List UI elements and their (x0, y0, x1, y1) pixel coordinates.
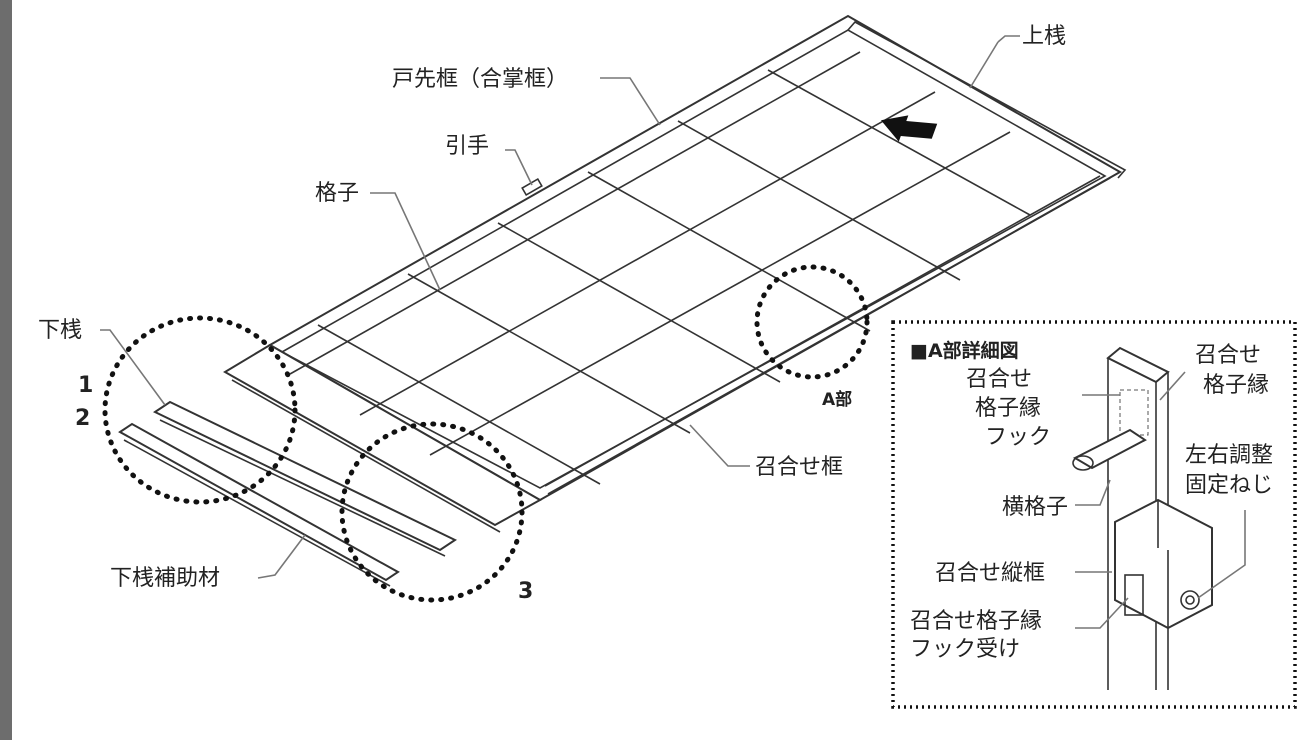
detail-title: ■A部詳細図 (910, 339, 1019, 362)
handle-shape (521, 177, 543, 197)
leader-lattice (370, 192, 441, 291)
bottom-aux-part (118, 422, 400, 582)
detail-edge-2: 格子縁 (1203, 373, 1269, 398)
leader-top-rail (997, 35, 1020, 43)
leader-meeting-frame (689, 424, 750, 467)
label-lattice: 格子 (315, 181, 359, 206)
screen-panel (223, 14, 1127, 533)
bottom-rail-parts (118, 400, 458, 587)
left-edge-bar (0, 0, 12, 740)
lattice-grid (289, 51, 1031, 485)
detail-circle-3 (339, 421, 525, 603)
bottom-aux-part-line (123, 439, 391, 587)
detail-lattice-end (1072, 455, 1094, 471)
leader-bottom-aux (257, 534, 306, 579)
label-num-3: 3 (518, 579, 533, 604)
label-meeting-frame: 召合せ框 (755, 455, 843, 480)
detail-adj-1: 左右調整 (1185, 443, 1273, 468)
detail-adj-2: 固定ねじ (1185, 473, 1273, 498)
bottom-rail-edge (223, 343, 543, 527)
lattice-cross (289, 51, 861, 375)
leader-handle (505, 149, 533, 186)
leader-door-frame (600, 77, 661, 126)
detail-circle-a (754, 264, 870, 380)
detail-horizontal-lattice (1072, 428, 1147, 470)
detail-hook-3: フック (985, 425, 1051, 450)
detail-edge-1: 召合せ (1195, 343, 1261, 368)
meeting-frame-line (547, 177, 1111, 495)
bottom-rail-line (231, 379, 501, 533)
detail-screw-icon (1180, 590, 1200, 610)
detail-receiver-2: フック受け (910, 637, 1020, 662)
detail-circle-1-2 (102, 315, 298, 505)
direction-arrow-icon (881, 115, 938, 142)
lattice-bar (407, 273, 691, 434)
detail-hook-1: 召合せ (966, 367, 1032, 392)
label-bottom-rail: 下桟 (38, 318, 82, 343)
label-door-frame: 戸先框（合掌框） (392, 67, 568, 92)
leader-receiver (1075, 597, 1129, 629)
lattice-cross (359, 91, 936, 416)
label-handle: 引手 (445, 134, 489, 159)
bottom-rail-part-line (159, 419, 446, 557)
lattice-bar (587, 171, 871, 332)
label-bottom-aux: 下桟補助材 (110, 566, 220, 591)
leader-bottom-rail (100, 329, 166, 406)
lattice-bar (767, 69, 1031, 216)
detail-receiver-1: 召合せ格子縁 (910, 609, 1042, 634)
leader-top-rail-2 (969, 41, 999, 89)
leader-horizontal (1075, 479, 1111, 506)
label-num-2: 2 (75, 406, 90, 431)
detail-vertical-frame-label: 召合せ縦框 (935, 561, 1045, 586)
label-num-1: 1 (78, 373, 93, 398)
inner-frame (280, 29, 1107, 489)
detail-box-a: ■A部詳細図 (891, 320, 1297, 709)
detail-screw-inner (1185, 595, 1195, 605)
lattice-bar (677, 120, 961, 281)
meeting-frame-line2 (544, 175, 1101, 487)
top-rail (847, 20, 1127, 179)
lattice-cross (429, 131, 1011, 456)
leader-edge (1159, 371, 1186, 401)
detail-horizontal-lattice-label: 横格子 (1002, 495, 1068, 520)
label-top-rail: 上桟 (1022, 24, 1066, 49)
lattice-bar (317, 324, 601, 485)
leader-screw (1197, 510, 1246, 599)
detail-box-border (891, 320, 1297, 709)
bottom-rail-part (152, 400, 458, 552)
detail-hook-receiver (1124, 574, 1144, 616)
lattice-bar (497, 222, 781, 383)
label-part-a: A部 (822, 389, 852, 410)
detail-hook-2: 格子縁 (975, 396, 1041, 421)
detail-drawing (1072, 346, 1213, 690)
